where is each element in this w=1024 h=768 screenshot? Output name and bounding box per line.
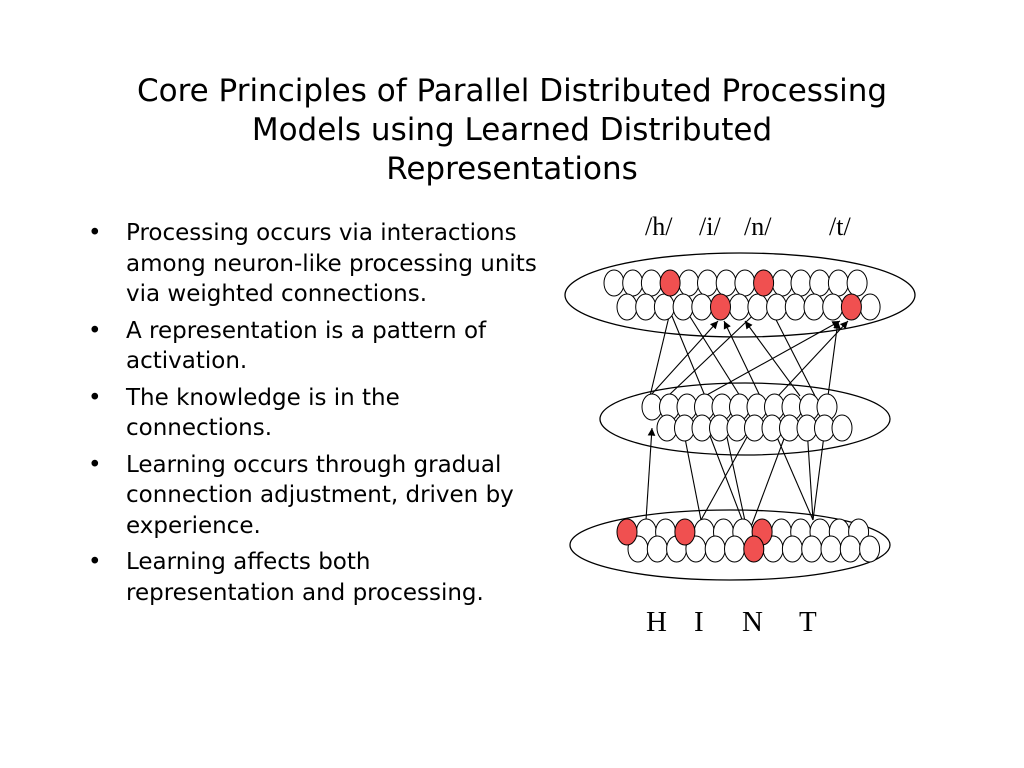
hidden-layer: [599, 382, 891, 456]
input-unit: [820, 535, 842, 563]
hidden-unit: [831, 414, 853, 442]
bullet-marker: •: [88, 220, 102, 246]
output-unit: [603, 269, 625, 297]
connection-arrow: [812, 427, 828, 521]
input-unit: [704, 535, 726, 563]
bullet-text: Learning affects both representation and…: [126, 549, 484, 606]
input-unit: [801, 535, 823, 563]
connection-arrow: [744, 320, 801, 397]
input-unit-active: [616, 518, 638, 546]
input-unit: [839, 535, 861, 563]
input-unit: [781, 535, 803, 563]
slide-title: Core Principles of Parallel Distributed …: [60, 72, 964, 189]
output-unit: [616, 293, 638, 321]
output-unit: [697, 269, 718, 297]
output-unit: [822, 293, 844, 321]
output-unit: [771, 269, 793, 297]
output-unit-active: [840, 293, 862, 321]
layers: [564, 252, 916, 581]
output-unit-active: [659, 269, 681, 297]
connection-arrow: [645, 427, 656, 521]
output-unit: [809, 269, 831, 297]
input-layer-boundary: [569, 509, 891, 581]
bullet-marker: •: [88, 317, 102, 344]
output-unit: [766, 293, 788, 321]
output-unit: [728, 293, 750, 321]
output-unit: [691, 293, 713, 321]
connection-arrow: [649, 320, 719, 397]
connection-arrow: [667, 303, 766, 397]
bullet-marker: •: [88, 451, 102, 478]
input-label-T: T: [799, 606, 817, 638]
input-layer: [569, 509, 891, 581]
output-unit: [672, 293, 694, 321]
input-unit: [724, 535, 745, 563]
bullet-marker: •: [88, 384, 102, 411]
output-label-n: /n/: [744, 212, 772, 241]
bullet-text: The knowledge is in the connections.: [126, 384, 400, 442]
bullet-text: A representation is a pattern of activat…: [126, 317, 487, 375]
output-unit: [640, 269, 662, 297]
hidden-layer-boundary: [599, 382, 891, 456]
output-unit: [846, 269, 868, 297]
connection-arrows: [645, 303, 849, 536]
bullet-item: • A representation is a pattern of activa…: [84, 316, 544, 377]
bullet-item: • The knowledge is in the connections.: [84, 383, 544, 444]
connection-arrow: [706, 427, 749, 536]
output-unit: [747, 293, 769, 321]
bullet-marker: •: [88, 549, 102, 575]
output-unit: [653, 293, 675, 321]
title-line-3: Representations: [386, 151, 638, 187]
bullet-text: Processing occurs via interactions among…: [126, 220, 537, 307]
connection-arrow: [772, 427, 814, 521]
bullet-list: • Processing occurs via interactions amon…: [84, 218, 544, 614]
input-label-H: H: [646, 606, 667, 638]
connection-arrow: [803, 427, 814, 521]
output-label-i: /i/: [699, 212, 721, 241]
bullet-text: Learning occurs through gradual connecti…: [126, 451, 514, 539]
connection-arrow: [680, 427, 702, 521]
output-unit: [827, 269, 849, 297]
input-unit: [859, 535, 881, 563]
title-line-2: Models using Learned Distributed: [251, 112, 773, 148]
labels: /h/ /i/ /n/ /t/ H I N T: [645, 212, 851, 638]
bullet-item: • Learning occurs through gradual connect…: [84, 450, 544, 542]
output-unit: [715, 269, 737, 297]
output-unit: [784, 293, 806, 321]
bullet-item: • Learning affects both representation an…: [84, 547, 544, 608]
output-unit-active: [753, 269, 775, 297]
connection-arrow: [722, 427, 749, 536]
input-label-N: N: [742, 606, 763, 638]
input-unit-active: [743, 535, 765, 563]
input-unit: [646, 535, 668, 563]
input-unit-active: [674, 518, 696, 546]
connection-arrow: [681, 303, 741, 397]
output-unit: [803, 293, 825, 321]
input-label-I: I: [694, 606, 704, 638]
output-label-h: /h/: [645, 212, 673, 241]
connection-arrow: [666, 303, 706, 397]
bullet-item: • Processing occurs via interactions amon…: [84, 218, 544, 310]
connection-arrow: [700, 427, 753, 521]
output-unit: [790, 269, 812, 297]
output-unit: [635, 293, 657, 321]
title-line-1: Core Principles of Parallel Distributed …: [136, 73, 888, 109]
output-layer: [564, 252, 916, 338]
output-unit-active: [710, 293, 731, 321]
output-unit: [678, 269, 700, 297]
output-unit: [622, 269, 644, 297]
connection-arrow: [827, 320, 841, 397]
output-label-t: /t/: [829, 212, 851, 241]
output-layer-boundary: [564, 252, 916, 338]
connection-arrow: [723, 320, 761, 397]
output-unit: [734, 269, 756, 297]
output-unit: [859, 293, 881, 321]
